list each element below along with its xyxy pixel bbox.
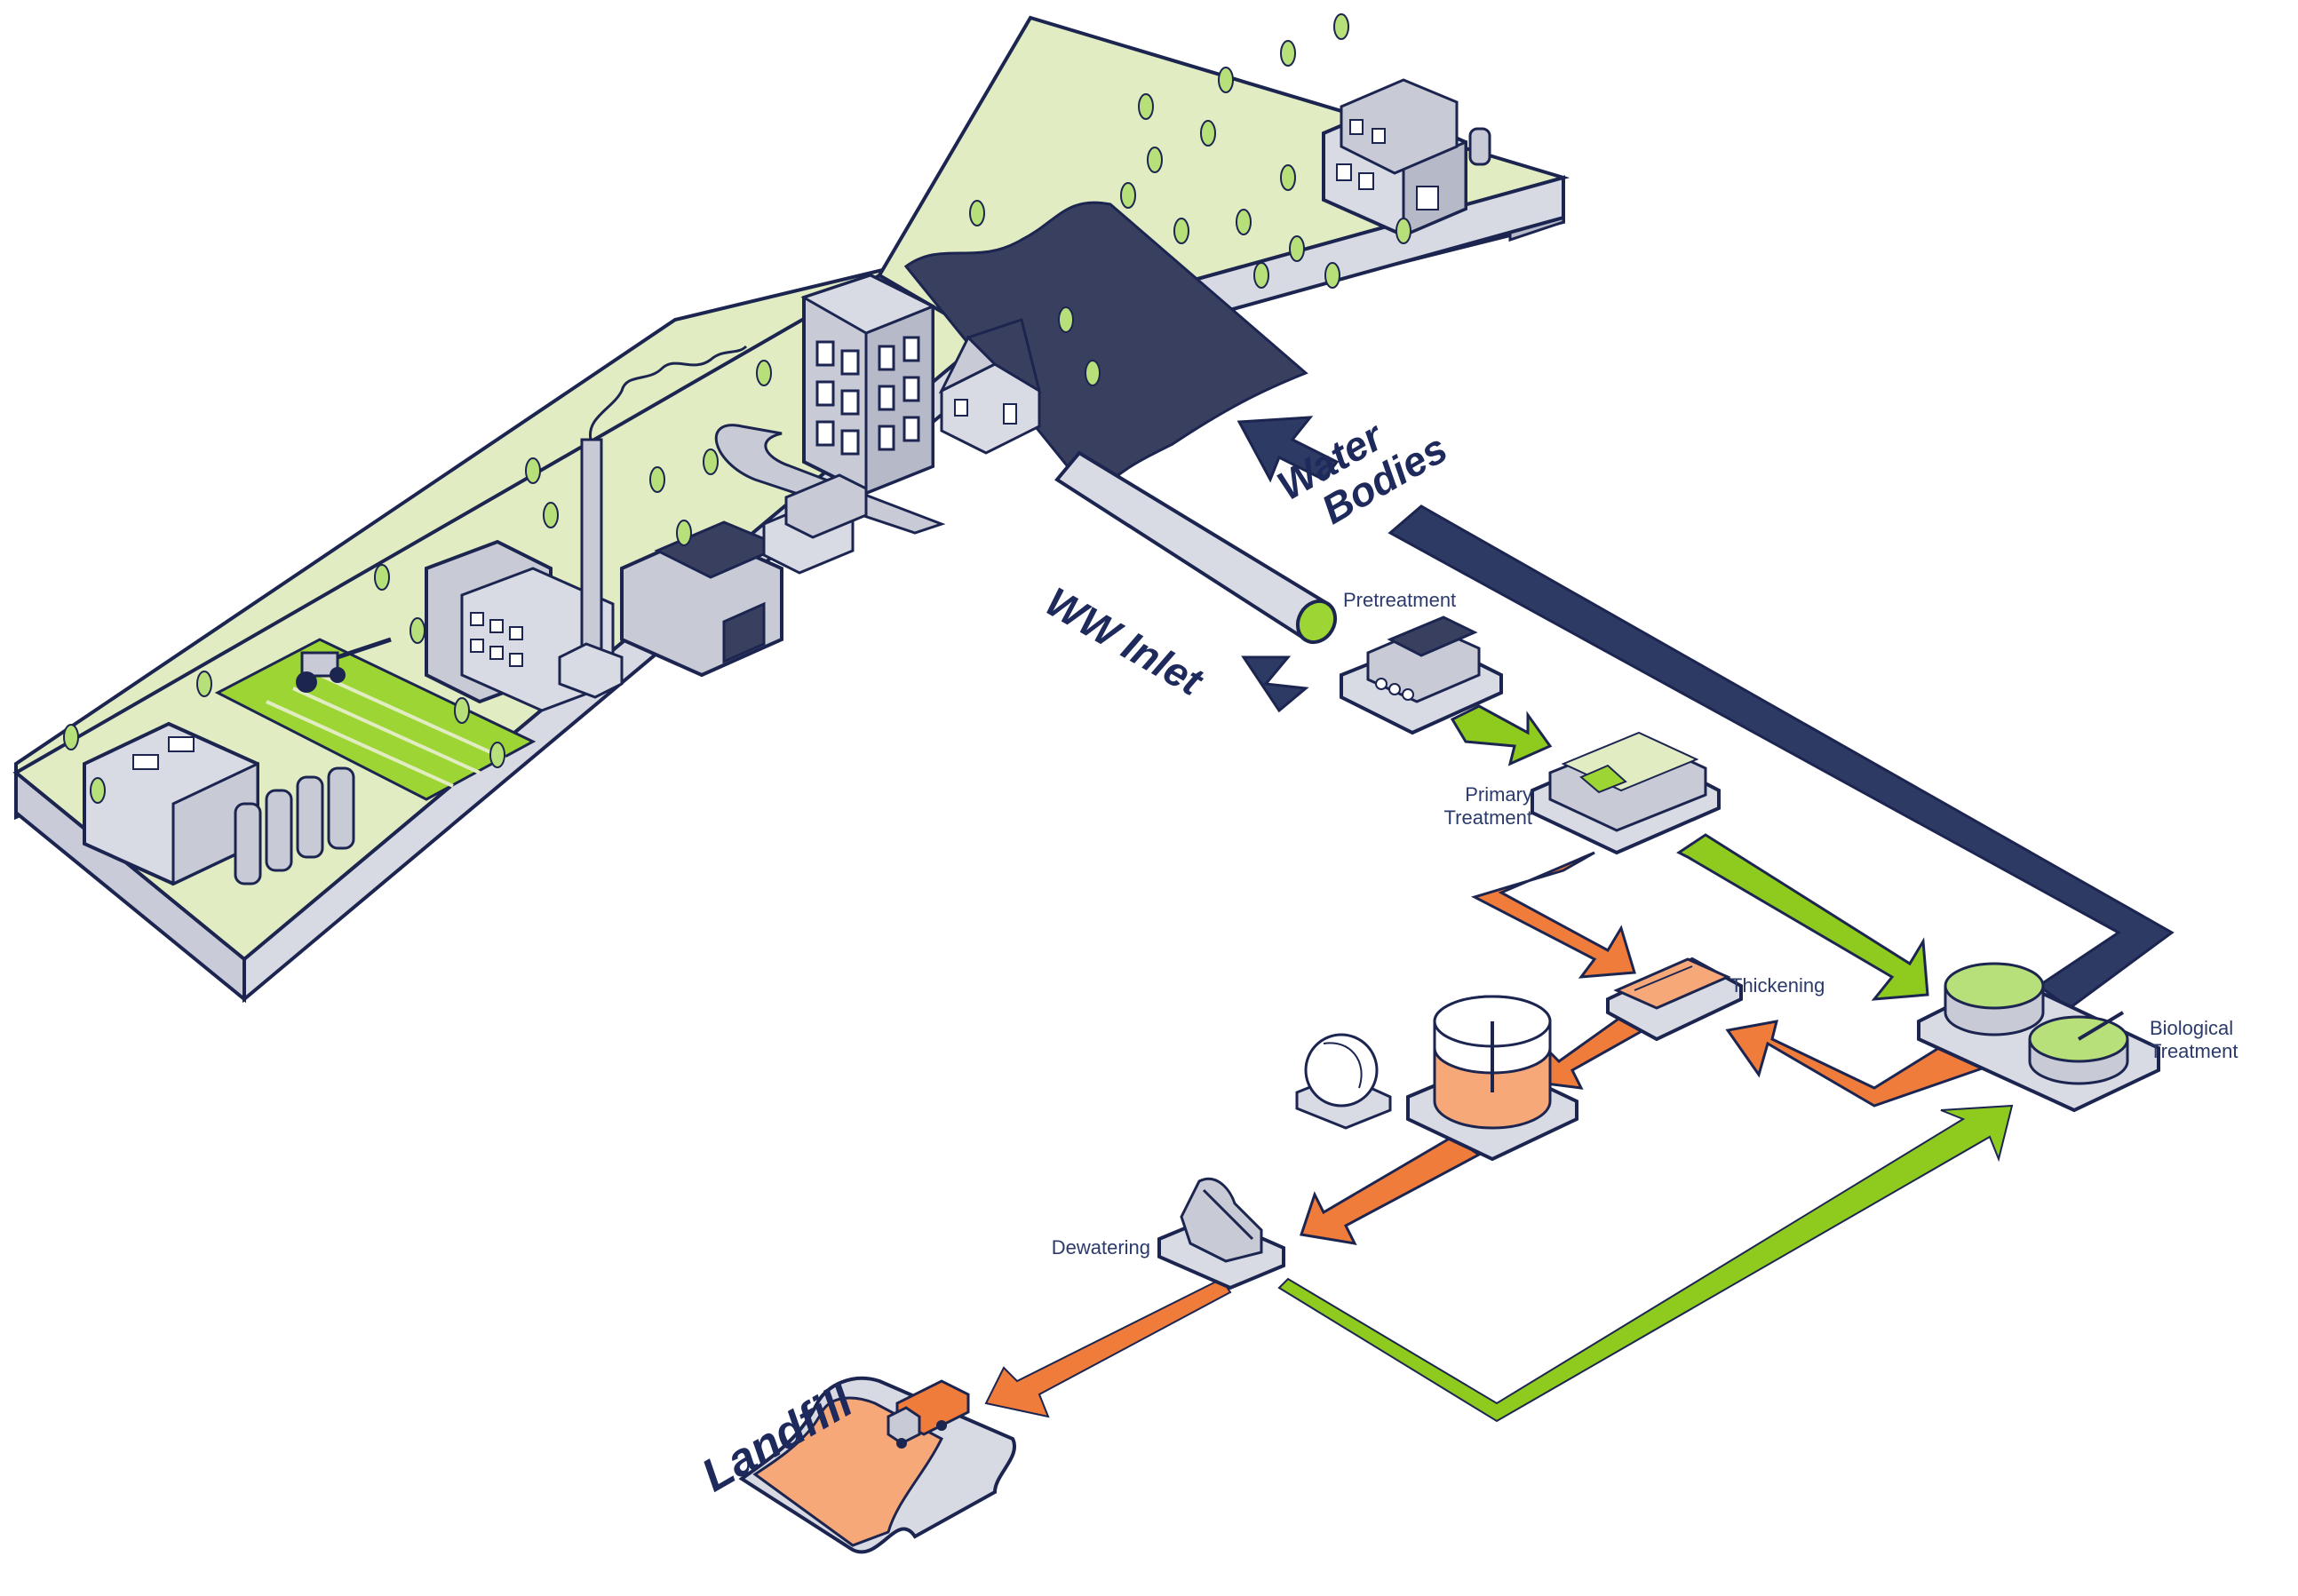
label-biological-line2: Treatment: [2150, 1040, 2238, 1063]
thickening-unit: [1606, 957, 1743, 1042]
label-pretreatment: Pretreatment: [1343, 589, 1457, 611]
silo-plant: [83, 721, 355, 886]
trees: [63, 13, 1411, 804]
water-bodies-line: [1388, 504, 2175, 1010]
apartment-building: [800, 273, 936, 496]
label-primary-line1: Primary: [1465, 783, 1532, 806]
inlet-pipe: [1054, 450, 1338, 645]
digester-tank: [1406, 995, 1578, 1162]
arrow-dewatering-to-landfill: [984, 1277, 1232, 1418]
pretreatment-unit: [1340, 615, 1503, 735]
arrow-primary-to-bio: [1676, 833, 1929, 1001]
chimney: [580, 438, 603, 663]
primary-treatment-unit: [1531, 731, 1721, 855]
delivery-trucks: [762, 473, 868, 575]
arrow-digester-to-dewatering: [1300, 1135, 1482, 1245]
arrow-thickening-to-digester: [1544, 1015, 1646, 1090]
house: [938, 318, 1042, 455]
label-dewatering: Dewatering: [1051, 1236, 1150, 1259]
smoke: [589, 345, 748, 441]
label-biological-treatment: Biological Treatment: [2150, 1017, 2238, 1064]
label-biological-line1: Biological: [2150, 1017, 2234, 1039]
landfill: [738, 1376, 1016, 1554]
truck-icon: [887, 1379, 970, 1449]
biological-treatment-unit: [1917, 962, 2160, 1113]
arrow-dewatering-to-bio: [1277, 1104, 2014, 1423]
arrow-bio-to-thickening: [1725, 1020, 1992, 1108]
label-primary-line2: Treatment: [1443, 806, 1532, 830]
ww-inlet-arrow: [1241, 655, 1309, 713]
arrow-primary-to-thickening: [1471, 851, 1636, 979]
warehouse: [620, 520, 785, 678]
office-building: [1322, 78, 1491, 238]
gas-holder: [1295, 1033, 1392, 1130]
factory: [425, 345, 748, 712]
label-thickening: Thickening: [1730, 974, 1825, 997]
water-bodies-arrow-head: [1236, 416, 1340, 483]
label-primary-treatment: Primary Treatment: [1372, 783, 1532, 830]
tractor-icon: [296, 637, 392, 693]
arrow-pretreat-to-primary: [1450, 704, 1553, 766]
farm-field: [214, 637, 537, 801]
river: [903, 201, 1308, 500]
dewatering-unit: [1157, 1178, 1285, 1290]
